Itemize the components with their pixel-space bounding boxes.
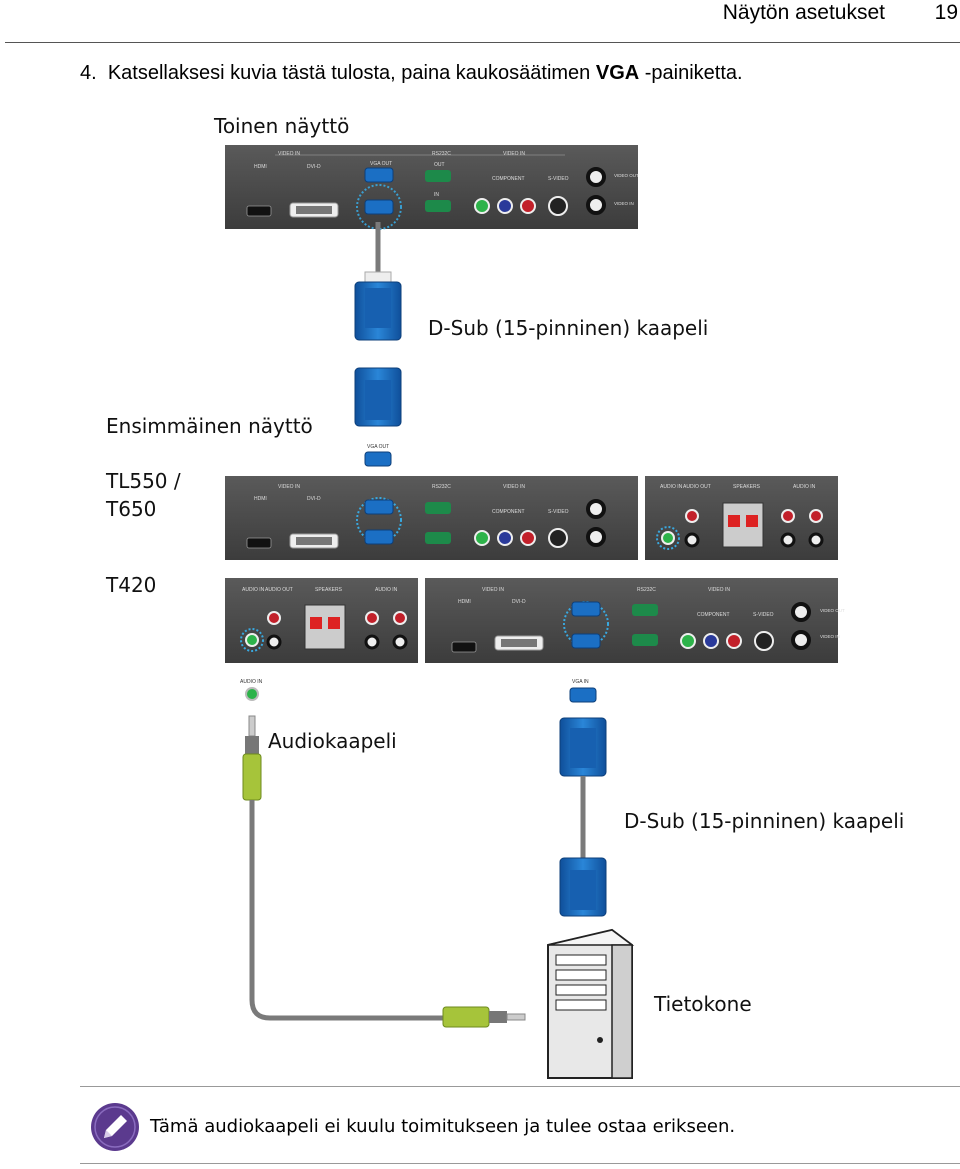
pencil-note-icon [91, 1103, 139, 1151]
video-out-port-icon [586, 167, 606, 187]
panel-label-video-out: VIDEO OUT [614, 173, 639, 178]
connector-label-vga-in: VGA IN [572, 679, 589, 685]
svg-text:RS232C: RS232C [637, 587, 656, 593]
computer-tower-icon [547, 928, 635, 1079]
svg-text:S-VIDEO: S-VIDEO [548, 509, 569, 515]
step-number: 4. [80, 62, 97, 84]
svg-text:VIDEO IN: VIDEO IN [278, 484, 300, 490]
vga-out-socket-icon [364, 451, 392, 467]
label-first-display: Ensimmäinen näyttö [106, 414, 313, 438]
label-dsub-cable-1: D-Sub (15-pinninen) kaapeli [428, 316, 709, 340]
vga-plug-upper-icon [559, 717, 607, 777]
panel-label-rs232c: RS232C [432, 151, 451, 157]
s-video-port-icon [548, 196, 568, 216]
label-model-t420: T420 [106, 573, 157, 597]
svg-text:AUDIO OUT: AUDIO OUT [265, 587, 293, 593]
page-number: 19 [934, 1, 958, 24]
label-model-t650: T650 [106, 497, 157, 521]
svg-text:SPEAKERS: SPEAKERS [315, 587, 343, 593]
svg-text:HDMI: HDMI [458, 599, 471, 605]
label-computer: Tietokone [654, 992, 752, 1016]
step-instruction: 4. Katsellaksesi kuvia tästä tulosta, pa… [80, 60, 743, 86]
panel-label-video-in-2: VIDEO IN [503, 151, 525, 157]
svg-text:AUDIO IN: AUDIO IN [660, 484, 683, 490]
audio-plug-horizontal-icon [442, 1006, 526, 1028]
vga-in-highlight-icon [356, 184, 402, 230]
component-y-icon [474, 198, 490, 214]
vga-in-socket-icon [569, 687, 597, 703]
svg-text:AUDIO OUT: AUDIO OUT [683, 484, 711, 490]
panel-label-dvi: DVI-D [307, 164, 321, 170]
first-display-panel-t420: AUDIO IN AUDIO OUT SPEAKERS AUDIO IN VID… [225, 578, 845, 663]
svg-text:VIDEO IN: VIDEO IN [820, 634, 840, 639]
hdmi-port-icon [246, 205, 272, 217]
connector-label-audio-in: AUDIO IN [240, 679, 263, 685]
svg-text:DVI-D: DVI-D [307, 496, 321, 502]
vga-button-label: VGA [595, 62, 640, 84]
label-second-display: Toinen näyttö [214, 114, 350, 138]
svg-text:SPEAKERS: SPEAKERS [733, 484, 761, 490]
component-pr-icon [520, 198, 536, 214]
connection-diagram: VIDEO IN HDMI DVI-D VGA OUT RS232C OUT I… [225, 145, 845, 1079]
panel-label-video-in-3: VIDEO IN [614, 201, 634, 206]
svg-text:VIDEO IN: VIDEO IN [503, 484, 525, 490]
svg-text:AUDIO IN: AUDIO IN [793, 484, 816, 490]
note-divider-bottom [80, 1163, 960, 1164]
label-audio-cable: Audiokaapeli [268, 729, 397, 753]
panel-label-video-in: VIDEO IN [278, 151, 300, 157]
svg-text:VIDEO IN: VIDEO IN [482, 587, 504, 593]
svg-text:COMPONENT: COMPONENT [697, 612, 730, 618]
label-dsub-cable-2: D-Sub (15-pinninen) kaapeli [624, 809, 905, 833]
rs232c-out-port-icon [425, 170, 451, 182]
svg-text:HDMI: HDMI [254, 496, 267, 502]
audio-in-highlight-icon [656, 526, 680, 550]
audio-in-socket-icon [245, 687, 259, 701]
connector-label-vga-out: VGA OUT [367, 444, 389, 450]
vga-highlight-icon [356, 497, 402, 543]
svg-text:RS232C: RS232C [432, 484, 451, 490]
panel-label-hdmi: HDMI [254, 164, 267, 170]
panel-label-vga-out: VGA OUT [370, 161, 392, 167]
section-title: Näytön asetukset [722, 1, 885, 24]
note-text: Tämä audiokaapeli ei kuulu toimitukseen … [150, 1116, 736, 1137]
svg-text:S-VIDEO: S-VIDEO [753, 612, 774, 618]
component-pb-icon [497, 198, 513, 214]
step-text: Katsellaksesi kuvia tästä tulosta, paina… [107, 62, 596, 84]
panel-label-component: COMPONENT [492, 176, 525, 182]
svg-text:VIDEO OUT: VIDEO OUT [820, 608, 845, 613]
label-model-tl550: TL550 / [106, 469, 181, 493]
svg-text:COMPONENT: COMPONENT [492, 509, 525, 515]
vga-in-port-icon [364, 199, 394, 215]
note-divider-top [80, 1086, 960, 1087]
vga-out-port-icon [364, 167, 394, 183]
audio-plug-vertical-icon [242, 715, 262, 801]
header-divider [5, 42, 960, 43]
first-display-panel-tl550: VIDEO IN HDMI DVI-D RS232C VIDEO IN COMP… [225, 476, 838, 560]
video-in-port-icon [586, 195, 606, 215]
step-text-end: -painiketta. [639, 62, 743, 84]
svg-text:AUDIO IN: AUDIO IN [375, 587, 398, 593]
vga-plug-top-icon [354, 271, 402, 341]
rs232c-in-port-icon [425, 200, 451, 212]
svg-text:VIDEO IN: VIDEO IN [708, 587, 730, 593]
audio-in-port-icon [661, 531, 675, 545]
panel-label-out: OUT [434, 162, 445, 168]
second-display-panel: VIDEO IN HDMI DVI-D VGA OUT RS232C OUT I… [225, 145, 639, 230]
svg-text:AUDIO IN: AUDIO IN [242, 587, 265, 593]
audio-cable-wire-icon [249, 800, 445, 1021]
vga-plug-lower-icon [559, 857, 607, 917]
panel-label-s-video: S-VIDEO [548, 176, 569, 182]
panel-label-in: IN [434, 192, 439, 198]
svg-text:DVI-D: DVI-D [512, 599, 526, 605]
vga-plug-bottom-icon [354, 367, 402, 427]
